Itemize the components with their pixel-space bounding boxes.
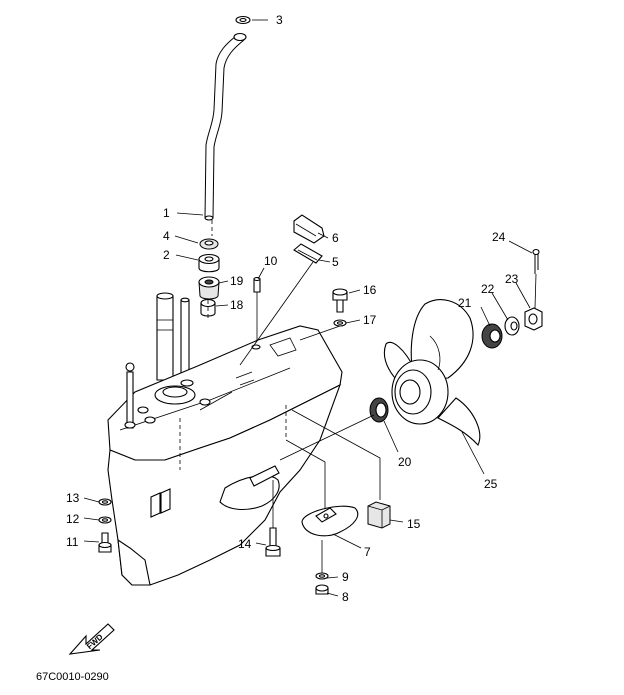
callout-14: 14	[238, 537, 252, 551]
callout-25: 25	[484, 477, 498, 491]
callout-numbers: 3 1 4 2 19 18 10 6 5 16 17 21 22 23 24 2…	[66, 13, 519, 604]
callout-10: 10	[264, 254, 278, 268]
callout-13: 13	[66, 491, 80, 505]
part-4-grommet	[199, 238, 219, 250]
callout-23: 23	[505, 272, 519, 286]
diagram-code: 67C0010-0290	[36, 671, 109, 683]
callout-12: 12	[66, 512, 80, 526]
callout-11: 11	[66, 535, 79, 549]
part-25-propeller	[384, 299, 481, 446]
part-24-cotter-pin	[532, 248, 540, 274]
part-21-spacer	[481, 323, 503, 349]
part-19-seal	[198, 276, 220, 300]
callout-2: 2	[163, 248, 170, 262]
part-22-washer	[504, 316, 520, 336]
callout-19: 19	[230, 274, 244, 288]
callout-3: 3	[276, 13, 283, 27]
callout-1: 1	[163, 206, 170, 220]
part-13-washer	[98, 498, 112, 506]
lower-casing	[107, 220, 343, 586]
callout-16: 16	[363, 283, 377, 297]
part-6-cover	[293, 214, 325, 244]
callout-5: 5	[332, 255, 339, 269]
callout-8: 8	[342, 590, 349, 604]
callout-21: 21	[458, 296, 472, 310]
part-16-bolt	[332, 288, 348, 313]
part-11-bolt	[98, 532, 112, 553]
part-10-dowel-pin	[253, 276, 261, 293]
part-3-washer	[235, 15, 251, 25]
callout-7: 7	[364, 545, 371, 559]
part-5-seal	[293, 243, 323, 264]
callout-18: 18	[230, 298, 244, 312]
part-7-anode	[301, 505, 359, 537]
part-8-bolt	[315, 584, 329, 595]
part-9-washer	[315, 572, 329, 580]
callout-24: 24	[492, 230, 506, 244]
part-17-washer	[333, 319, 347, 327]
bracket-lines	[239, 261, 537, 573]
callout-22: 22	[481, 282, 495, 296]
part-1-water-tube	[204, 32, 247, 221]
fwd-arrow-icon: FWD	[68, 623, 115, 655]
callout-4: 4	[163, 229, 170, 243]
callout-15: 15	[407, 517, 421, 531]
part-15-anode-block	[367, 501, 391, 529]
part-14-bolt	[265, 527, 281, 557]
part-12-washer	[98, 516, 112, 524]
part-20-thrust-washer	[369, 397, 389, 423]
callout-leaders	[83, 19, 533, 597]
part-2-grommet	[198, 253, 220, 273]
callout-17: 17	[363, 313, 377, 327]
callout-20: 20	[398, 455, 412, 469]
callout-6: 6	[332, 231, 339, 245]
part-23-nut	[524, 307, 543, 331]
callout-9: 9	[342, 570, 349, 584]
